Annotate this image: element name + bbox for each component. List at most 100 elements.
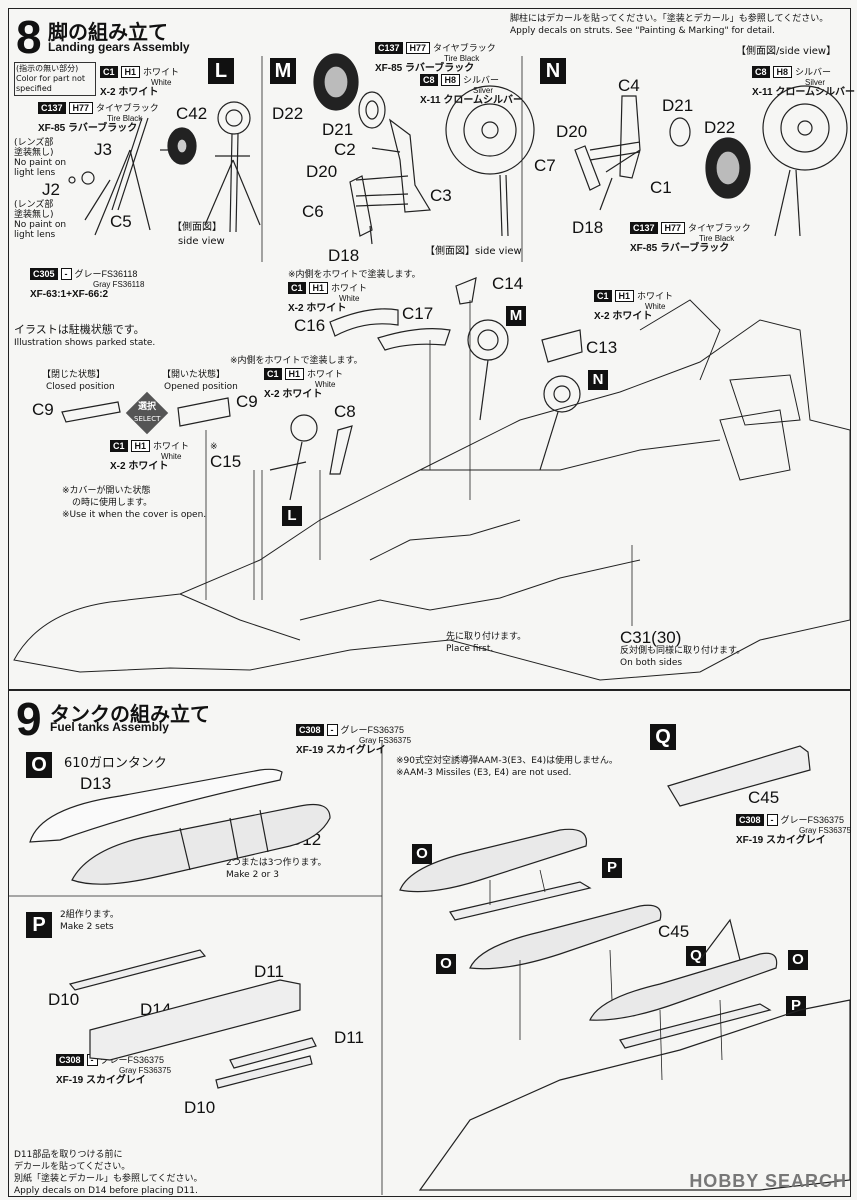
x2-white-d: X-2 ホワイト <box>264 389 323 400</box>
door-C17 <box>377 328 451 351</box>
assembly-letter-M: M <box>270 58 296 84</box>
door-C14 <box>455 277 477 305</box>
part-C15: C15 <box>210 452 242 471</box>
part-D22-m: D22 <box>272 104 304 123</box>
tire-jp: タイヤブラック <box>96 103 159 113</box>
part-C16: C16 <box>294 316 326 335</box>
x2-white-b: X-2 ホワイト <box>288 303 347 314</box>
skygray-dash: - <box>326 724 338 736</box>
silver-code-m: C8 <box>420 74 438 86</box>
color-skygray-top: C308-グレーFS36375 Gray FS36375 XF-19 スカイグレ… <box>296 724 411 756</box>
white-en-c: White <box>645 302 666 311</box>
lens-jp2-b: 塗装無し) <box>14 210 54 220</box>
silver-en-n: Silver <box>805 78 826 87</box>
silver-jp-n: シルバー <box>795 67 832 77</box>
pylon-P-1 <box>449 881 592 921</box>
gray-en: Gray FS36118 <box>93 280 145 289</box>
side-view-jp-L: 【側面図】 <box>172 222 222 233</box>
part-D10-bottom: D10 <box>184 1098 216 1117</box>
lens-jp2-a: 塗装無し) <box>14 148 54 158</box>
side-view-d18: 【側面図】side view <box>425 246 522 257</box>
inside-white-note1: ※内側をホワイトで塗装します。 <box>288 270 421 280</box>
skygray-jp: グレーFS36375 <box>340 725 405 735</box>
tire-code: C137 <box>38 102 66 114</box>
silver-h-m: H8 <box>440 74 461 86</box>
tire-en-n: Tire Black <box>699 234 735 243</box>
marker-P-2: P <box>786 996 806 1016</box>
marker-L: L <box>282 506 302 526</box>
part-C42: C42 <box>176 104 208 123</box>
gear-N-strut <box>574 95 641 211</box>
color-gray: C305-グレーFS36118 Gray FS36118 XF-63:1+XF-… <box>30 268 144 300</box>
tank-half-D13 <box>29 768 283 843</box>
marker-O-2: O <box>436 954 456 974</box>
part-C3: C3 <box>430 186 452 205</box>
lens-en2-b: light lens <box>14 230 56 240</box>
aircraft-lower <box>418 999 851 1191</box>
h1-code-e: H1 <box>130 440 151 452</box>
legend-en1: Color for part not <box>16 74 86 83</box>
tire-xf-n: XF-85 ラバーブラック <box>630 243 730 254</box>
part-D20-m: D20 <box>306 162 338 181</box>
skygray-jp-q: グレーFS36375 <box>780 815 845 825</box>
tank-O-1 <box>399 828 588 893</box>
tire-en-m: Tire Black <box>444 54 480 63</box>
part-C45-q: C45 <box>748 788 780 807</box>
part-J3: J3 <box>94 140 112 159</box>
part-D11-right: D11 <box>334 1028 364 1047</box>
h1-code: H1 <box>120 66 141 78</box>
skygray-dash-q: - <box>766 814 778 826</box>
assembly-letter-L: L <box>208 58 234 84</box>
side-view-en-L: side view <box>178 236 225 247</box>
x2-white-c: X-2 ホワイト <box>594 311 653 322</box>
cover-jp1: ※カバーが開いた状態 <box>62 486 151 496</box>
c1-code-c: C1 <box>594 290 612 302</box>
lens-en1-b: No paint on <box>14 220 67 230</box>
d11-jp2: デカールを貼ってください。 <box>14 1162 131 1172</box>
part-D13: D13 <box>80 774 112 793</box>
silver-en-m: Silver <box>473 86 494 95</box>
step9-number: 9 <box>16 693 42 745</box>
closed-en: Closed position <box>46 382 115 392</box>
part-D21-m: D21 <box>322 120 354 139</box>
parked-jp: イラストは駐機状態です。 <box>14 323 145 336</box>
step8-note-jp: 脚柱にはデカールを貼ってください。「塗装とデカール」も参照してください。 <box>510 14 829 24</box>
first-en: Place first. <box>446 644 494 654</box>
step9-subtitle: Fuel tanks Assembly <box>50 720 169 734</box>
make2-en: Make 2 sets <box>60 922 114 932</box>
both-en: On both sides <box>620 658 683 668</box>
gray-jp: グレーFS36118 <box>74 269 138 279</box>
gray-code: C305 <box>30 268 58 280</box>
part-C2: C2 <box>334 140 356 159</box>
step9-title: タンクの組み立て <box>50 702 210 726</box>
door-C16 <box>329 308 399 337</box>
aam-jp: ※90式空対空誘導弾AAM-3(E3、E4)は使用しません。 <box>396 756 618 766</box>
pylon-D11 <box>229 1037 317 1069</box>
part-C31: C31(30) <box>620 628 682 647</box>
tire-h-n: H77 <box>660 222 686 234</box>
legend-en2: specified <box>16 84 52 93</box>
color-skygray-q: C308-グレーFS36375 Gray FS36375 XF-19 スカイグレ… <box>736 814 851 846</box>
legend-box <box>14 62 96 96</box>
part-D11-top: D11 <box>254 962 284 981</box>
skygray-code-p: C308 <box>56 1054 84 1066</box>
tire-en: Tire Black <box>107 114 143 123</box>
door-C8 <box>329 425 353 475</box>
part-D20-n: D20 <box>556 122 588 141</box>
white-en-d: White <box>315 380 336 389</box>
gray-xf: XF-63:1+XF-66:2 <box>30 289 109 300</box>
part-D18-n: D18 <box>572 218 604 237</box>
assembly-letter-Q: Q <box>650 724 676 750</box>
asterisk: ※ <box>210 442 218 452</box>
skygray-en: Gray FS36375 <box>359 736 412 745</box>
silver-x-n: X-11 クロームシルバー <box>752 87 856 98</box>
skygray-jp-p: グレーFS36375 <box>100 1055 165 1065</box>
white-jp-b: ホワイト <box>331 283 368 293</box>
tire-jp-m: タイヤブラック <box>433 43 496 53</box>
